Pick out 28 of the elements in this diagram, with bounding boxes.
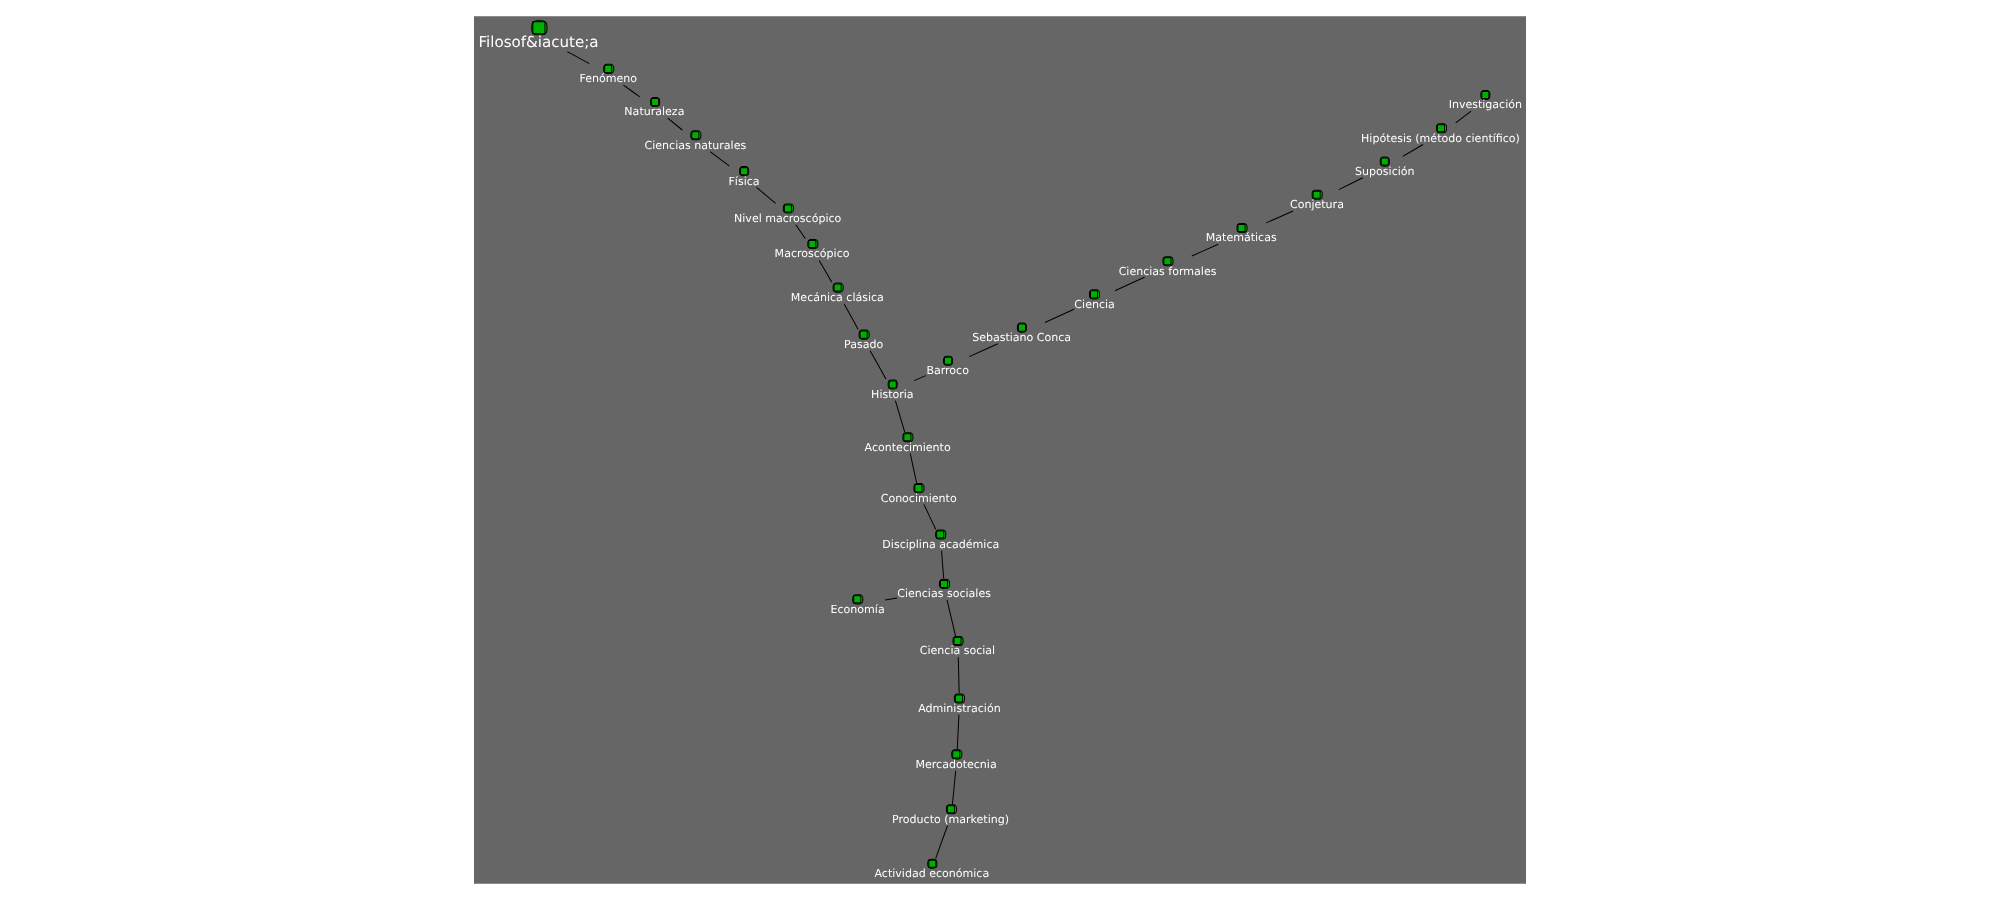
- connector: [1338, 177, 1364, 191]
- connector: [667, 117, 683, 131]
- connector: [869, 350, 887, 380]
- connector: [843, 303, 859, 330]
- connector: [935, 824, 949, 859]
- connector: [1402, 144, 1424, 157]
- connector: [1044, 308, 1075, 323]
- connector: [709, 151, 730, 167]
- connector: [913, 375, 927, 382]
- connector: [1191, 243, 1219, 257]
- connector: [894, 400, 906, 433]
- connector: [909, 453, 918, 484]
- connector: [957, 656, 960, 694]
- connector: [818, 259, 833, 283]
- connector: [795, 224, 806, 240]
- connector: [566, 51, 590, 65]
- connector: [622, 84, 641, 98]
- connector: [1265, 210, 1294, 224]
- connector: [1114, 276, 1145, 292]
- connector: [923, 503, 937, 530]
- connector: [884, 597, 898, 601]
- connector: [968, 343, 999, 358]
- connector: [951, 770, 957, 805]
- connector: [1455, 110, 1472, 124]
- connector: [956, 714, 960, 750]
- connector: [756, 186, 777, 204]
- connector: [946, 599, 956, 637]
- connector: [941, 550, 945, 579]
